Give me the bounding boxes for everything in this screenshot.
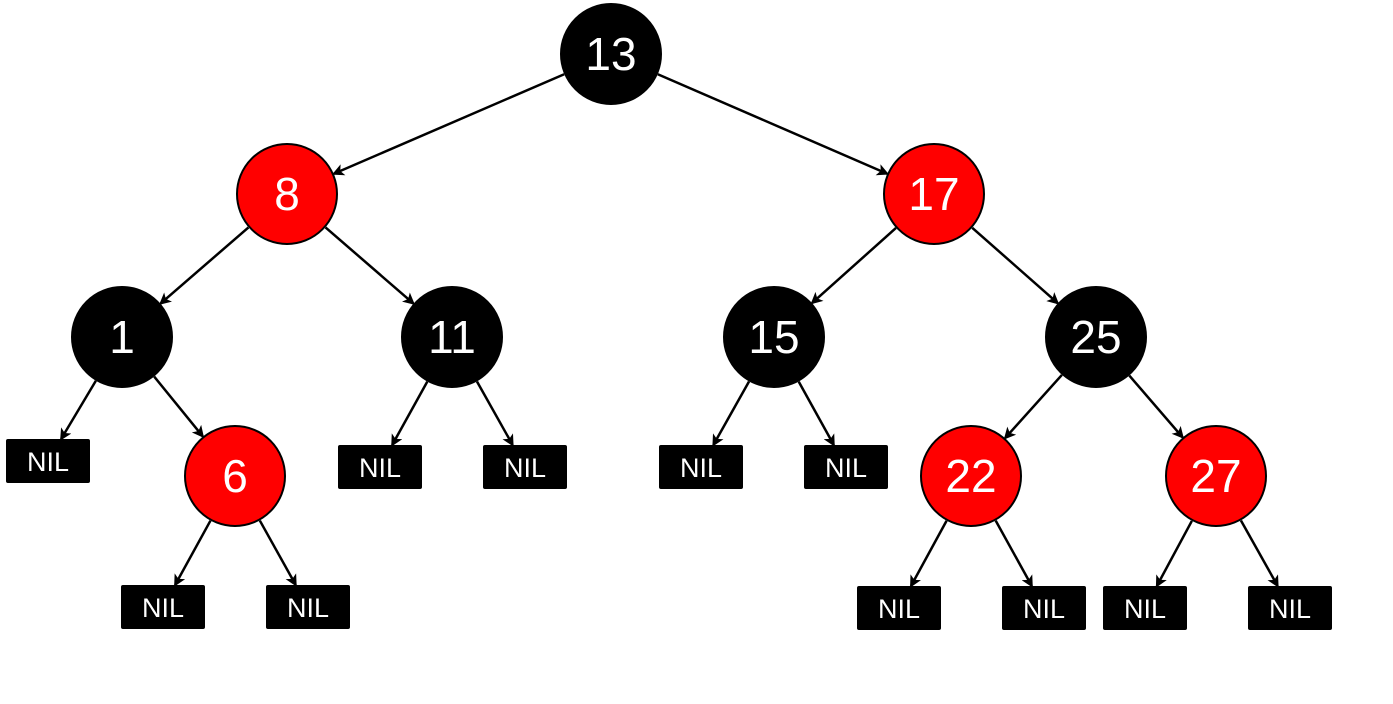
nil-label: NIL bbox=[27, 447, 69, 477]
edge-n1-to-nil-1-left bbox=[60, 380, 97, 441]
nil-leaf: NIL bbox=[338, 445, 422, 489]
node-circle-black bbox=[71, 286, 173, 388]
nil-leaves-layer: NIL NIL NIL NIL NIL NIL NIL NIL NIL NIL NIL bbox=[6, 439, 1332, 630]
node-label: 11 bbox=[428, 311, 476, 363]
nil-label: NIL bbox=[680, 453, 722, 483]
nil-box bbox=[6, 439, 90, 483]
tree-node-8: 8 bbox=[236, 143, 338, 245]
node-label: 8 bbox=[274, 168, 300, 220]
node-circle-black bbox=[723, 286, 825, 388]
node-circle-red bbox=[920, 425, 1022, 527]
nil-box bbox=[1002, 586, 1086, 630]
tree-node-13: 13 bbox=[560, 3, 662, 105]
node-circle-red bbox=[184, 425, 286, 527]
nil-leaf: NIL bbox=[857, 586, 941, 630]
nil-label: NIL bbox=[1023, 594, 1065, 624]
edge-n11-to-nil-11-left bbox=[391, 381, 429, 447]
edge-n15-to-nil-15-left bbox=[712, 380, 751, 447]
edge-n27-to-nil-27-left bbox=[1155, 520, 1193, 588]
nil-box bbox=[1103, 586, 1187, 630]
tree-node-1: 1 bbox=[71, 286, 173, 388]
tree-node-25: 25 bbox=[1045, 286, 1147, 388]
edge-n1-to-n6 bbox=[153, 375, 205, 438]
nil-leaf: NIL bbox=[121, 585, 205, 629]
edge-n22-to-nil-22-left bbox=[909, 520, 948, 588]
nil-label: NIL bbox=[142, 593, 184, 623]
nil-leaf: NIL bbox=[804, 445, 888, 489]
nil-leaf: NIL bbox=[266, 585, 350, 629]
nil-leaf: NIL bbox=[659, 445, 743, 489]
nil-box bbox=[266, 585, 350, 629]
edge-n17-to-n25 bbox=[971, 226, 1060, 305]
node-label: 22 bbox=[945, 450, 996, 502]
node-circle-red bbox=[883, 143, 985, 245]
edge-n13-to-n8 bbox=[331, 73, 565, 176]
node-label: 25 bbox=[1070, 311, 1121, 363]
nil-box bbox=[1248, 586, 1332, 630]
node-circle-red bbox=[236, 143, 338, 245]
edge-n6-to-nil-6-right bbox=[258, 519, 297, 587]
node-label: 13 bbox=[585, 28, 636, 80]
node-circle-black bbox=[401, 286, 503, 388]
nil-box bbox=[659, 445, 743, 489]
nil-leaf: NIL bbox=[483, 445, 567, 489]
edge-n13-to-n17 bbox=[657, 73, 890, 176]
tree-node-22: 22 bbox=[920, 425, 1022, 527]
nil-label: NIL bbox=[825, 453, 867, 483]
nil-label: NIL bbox=[359, 453, 401, 483]
edge-n15-to-nil-15-right bbox=[797, 381, 835, 447]
nil-label: NIL bbox=[1269, 594, 1311, 624]
edge-n6-to-nil-6-left bbox=[173, 520, 212, 587]
nil-box bbox=[804, 445, 888, 489]
nil-box bbox=[483, 445, 567, 489]
node-label: 27 bbox=[1190, 450, 1241, 502]
node-label: 17 bbox=[908, 168, 959, 220]
nil-leaf: NIL bbox=[1248, 586, 1332, 630]
nil-label: NIL bbox=[287, 593, 329, 623]
nil-box bbox=[857, 586, 941, 630]
node-label: 15 bbox=[748, 311, 799, 363]
tree-node-17: 17 bbox=[883, 143, 985, 245]
edge-n11-to-nil-11-right bbox=[475, 380, 514, 447]
nil-label: NIL bbox=[1124, 594, 1166, 624]
tree-node-11: 11 bbox=[401, 286, 503, 388]
node-label: 1 bbox=[109, 311, 135, 363]
tree-node-6: 6 bbox=[184, 425, 286, 527]
tree-node-27: 27 bbox=[1165, 425, 1267, 527]
nil-leaf: NIL bbox=[1002, 586, 1086, 630]
tree-node-15: 15 bbox=[723, 286, 825, 388]
edge-n25-to-n22 bbox=[1003, 374, 1063, 440]
edge-n8-to-n1 bbox=[159, 226, 250, 305]
node-circle-black bbox=[1045, 286, 1147, 388]
nil-leaf: NIL bbox=[6, 439, 90, 483]
edge-n27-to-nil-27-right bbox=[1239, 519, 1279, 588]
edge-n17-to-n15 bbox=[810, 227, 897, 305]
nil-label: NIL bbox=[504, 453, 546, 483]
nil-leaf: NIL bbox=[1103, 586, 1187, 630]
node-label: 6 bbox=[222, 450, 248, 502]
edges-layer bbox=[60, 73, 1279, 588]
edge-n25-to-n27 bbox=[1128, 374, 1184, 439]
edge-n22-to-nil-22-right bbox=[994, 520, 1033, 588]
node-circle-black bbox=[560, 3, 662, 105]
nil-box bbox=[338, 445, 422, 489]
edge-n8-to-n11 bbox=[324, 226, 415, 305]
node-circle-red bbox=[1165, 425, 1267, 527]
nil-label: NIL bbox=[878, 594, 920, 624]
nil-box bbox=[121, 585, 205, 629]
